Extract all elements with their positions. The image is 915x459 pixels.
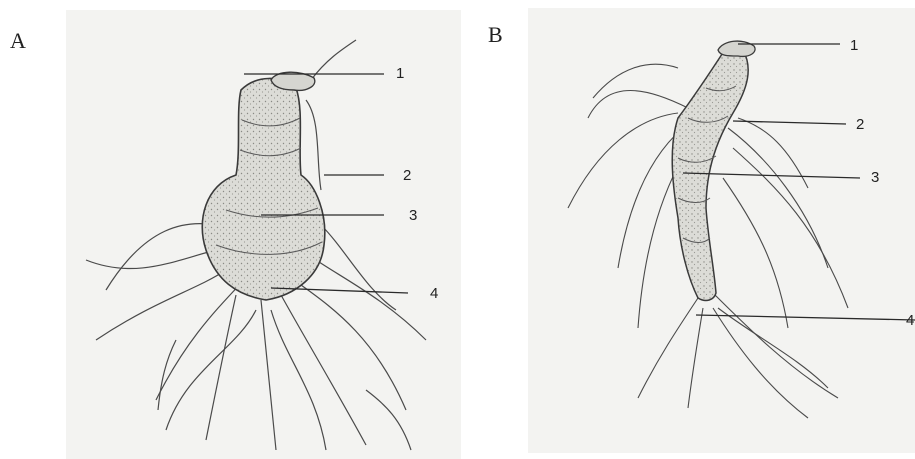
root-drawing-a: 1 2 3 4 xyxy=(66,10,461,459)
panel-label-b: B xyxy=(488,24,503,46)
root-drawing-b: 1 2 3 4 xyxy=(528,8,915,453)
callout-label-1: 1 xyxy=(396,66,404,81)
callout-label-2: 2 xyxy=(856,117,864,132)
callout-label-3: 3 xyxy=(871,170,879,185)
callout-label-3: 3 xyxy=(409,208,417,223)
callout-label-4: 4 xyxy=(430,286,438,301)
panel-label-a: A xyxy=(10,30,26,52)
rhizome-head xyxy=(271,72,315,90)
root-illustration-b xyxy=(528,8,915,453)
callout-label-2: 2 xyxy=(403,168,411,183)
callout-label-4: 4 xyxy=(906,313,915,328)
callout-label-1: 1 xyxy=(850,38,858,53)
